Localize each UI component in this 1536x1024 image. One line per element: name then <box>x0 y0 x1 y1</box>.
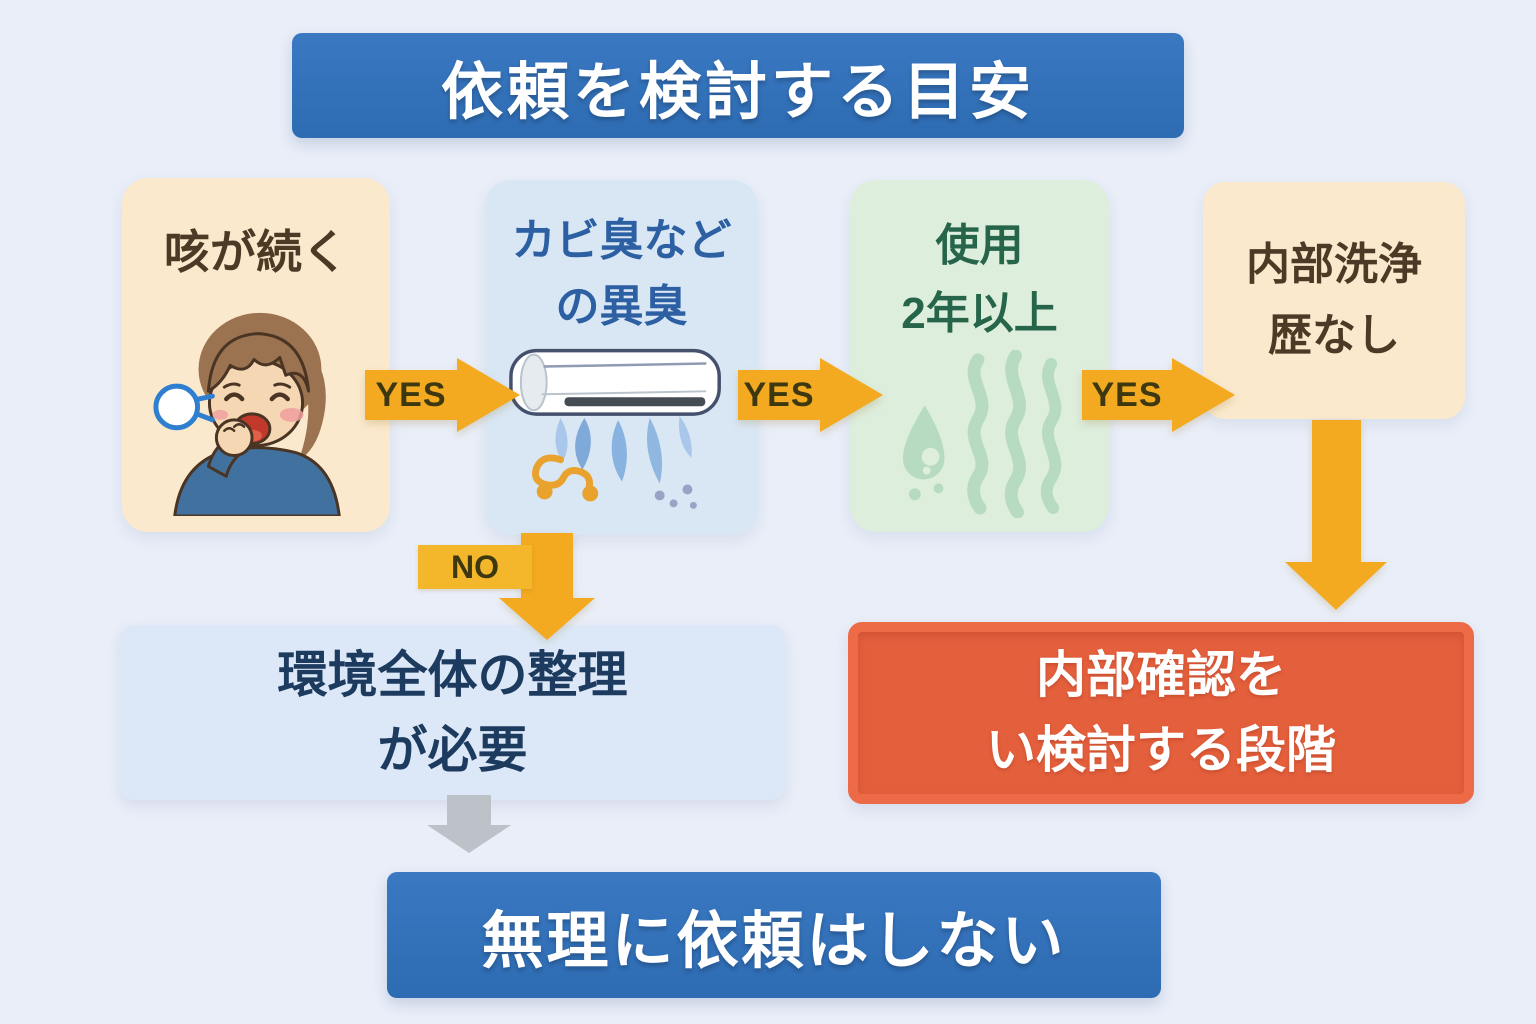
odor-waves-icon <box>902 350 1061 519</box>
step-odor-label-line1: カビ臭など <box>511 216 732 265</box>
step-usage-label-line2: 2年以上 <box>901 289 1058 339</box>
history-down-arrow-shaft <box>1311 420 1361 562</box>
history-down-arrow <box>1285 420 1387 610</box>
organize-outcome-box: 環境全体の整理 が必要 <box>120 625 785 800</box>
yes-arrow-2-shaft: YES <box>738 370 820 420</box>
step-history-label: 内部洗浄 歴なし <box>1246 230 1422 371</box>
yes-arrow-2-label: YES <box>743 375 815 414</box>
step-usage-box: 使用 2年以上 <box>850 180 1109 532</box>
no-arrow-head <box>499 598 595 640</box>
yes-arrow-2-head <box>820 358 883 432</box>
no-force-banner-label: 無理に依頼はしない <box>481 907 1067 976</box>
inspect-outcome-box: 内部確認を い検討する段階 <box>848 622 1474 804</box>
yes-arrow-3-shaft: YES <box>1082 370 1172 420</box>
no-label: NO <box>418 545 532 589</box>
yes-arrow-2: YES <box>738 358 883 432</box>
yes-arrow-1-shaft: YES <box>365 370 457 420</box>
yes-arrow-1: YES <box>365 358 520 432</box>
step-odor-box: カビ臭など の異臭 <box>485 180 758 535</box>
no-force-banner: 無理に依頼はしない <box>387 872 1161 998</box>
yes-arrow-3-head <box>1172 358 1235 432</box>
air-conditioner-icon <box>508 348 721 509</box>
organize-outcome-line2: が必要 <box>377 721 528 778</box>
gray-down-arrow <box>427 795 511 853</box>
title-banner: 依頼を検討する目安 <box>292 33 1184 138</box>
inspect-outcome-line1: 内部確認を <box>1036 647 1286 703</box>
step-usage-label: 使用 2年以上 <box>901 212 1057 348</box>
title-banner-label: 依頼を検討する目安 <box>440 57 1035 127</box>
gray-down-arrow-head <box>427 825 511 853</box>
history-down-arrow-head <box>1285 562 1387 610</box>
inspect-outcome-line2: い検討する段階 <box>986 722 1336 778</box>
step-odor-label: カビ臭など の異臭 <box>512 208 732 340</box>
yes-arrow-1-head <box>457 358 520 432</box>
gray-down-arrow-shaft <box>447 795 491 825</box>
yes-arrow-3: YES <box>1082 358 1235 432</box>
coughing-child-icon <box>153 312 341 516</box>
step-history-label-line2: 歴なし <box>1268 310 1400 360</box>
step-history-label-line1: 内部洗浄 <box>1246 240 1422 290</box>
step-odor-label-line2: の異臭 <box>555 282 688 331</box>
step-cough-label: 咳が続く <box>164 226 348 278</box>
organize-outcome-line1: 環境全体の整理 <box>277 646 628 703</box>
yes-arrow-3-label: YES <box>1091 375 1163 414</box>
step-usage-label-line1: 使用 <box>935 221 1024 270</box>
yes-arrow-1-label: YES <box>375 375 447 414</box>
step-history-box: 内部洗浄 歴なし <box>1203 182 1465 419</box>
step-cough-box: 咳が続く <box>122 178 390 532</box>
